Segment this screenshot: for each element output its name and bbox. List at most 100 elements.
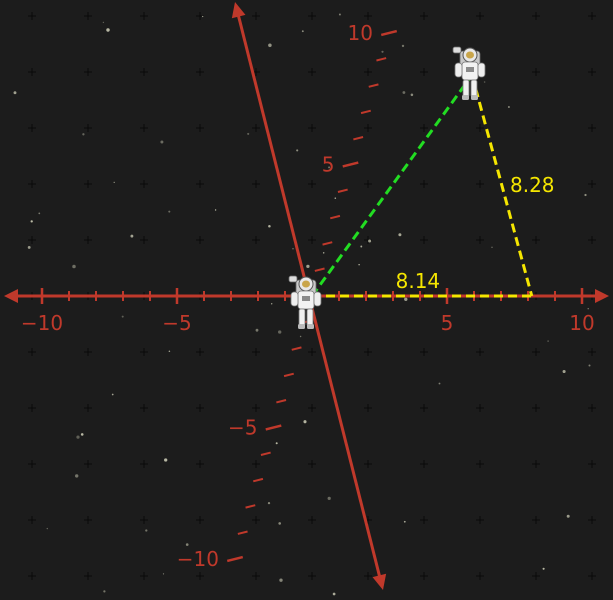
star [547, 340, 549, 342]
grid-cross [308, 516, 316, 524]
star [103, 590, 106, 593]
star [338, 13, 341, 16]
grid-cross [140, 236, 148, 244]
horizontal-distance-label: 8.14 [396, 269, 441, 293]
star [82, 133, 85, 136]
grid-cross [476, 124, 484, 132]
tilted-axis-arrow-bottom [372, 573, 387, 590]
grid-cross [140, 460, 148, 468]
star [584, 193, 587, 197]
astronaut-boot [298, 324, 305, 329]
grid-cross [532, 516, 540, 524]
grid-cross [532, 124, 540, 132]
astronaut-leg-right [306, 308, 314, 327]
grid-cross [84, 12, 92, 20]
star [404, 297, 408, 301]
grid-cross [140, 12, 148, 20]
distance-labels: 8.14 8.28 [396, 173, 555, 293]
star [381, 50, 384, 53]
grid-cross [252, 404, 260, 412]
grid-cross [308, 348, 316, 356]
grid-cross [196, 68, 204, 76]
grid-cross [196, 404, 204, 412]
star [279, 578, 283, 582]
grid-cross [532, 404, 540, 412]
astronaut-boot [471, 95, 478, 100]
astronaut-arm-left [454, 62, 463, 78]
tilted-axis-tick [342, 161, 359, 168]
tilted-axis-label: 5 [322, 153, 335, 177]
grid-cross [420, 460, 428, 468]
star [185, 543, 189, 546]
grid-cross [476, 12, 484, 20]
grid-cross [364, 124, 372, 132]
horizontal-axis-label: −5 [162, 311, 191, 335]
grid-cross [532, 348, 540, 356]
grid-cross [84, 180, 92, 188]
tilted-axis-tick [253, 477, 264, 483]
grid-cross [28, 404, 36, 412]
star [438, 382, 441, 385]
grid-cross [420, 404, 428, 412]
grid-cross [364, 68, 372, 76]
tilted-axis-tick [376, 57, 387, 62]
grid-cross [532, 180, 540, 188]
grid-cross [420, 124, 428, 132]
grid-cross [28, 572, 36, 580]
grid-cross [588, 404, 596, 412]
grid-cross [28, 68, 36, 76]
star [360, 245, 363, 248]
star [322, 252, 325, 254]
star [562, 369, 566, 374]
grid-cross [84, 404, 92, 412]
grid-cross [476, 348, 484, 356]
grid-cross [364, 12, 372, 20]
grid-cross [364, 348, 372, 356]
horizontal-axis-label: 10 [569, 311, 594, 335]
grid-cross [588, 124, 596, 132]
astronaut-visor [466, 51, 474, 59]
star [507, 105, 510, 109]
astronaut-arm-right [313, 291, 322, 307]
measurement-lines [310, 74, 534, 298]
astronaut-visor [302, 280, 310, 288]
star [491, 246, 493, 248]
star [202, 15, 204, 18]
grid-cross [476, 404, 484, 412]
grid-cross [308, 180, 316, 188]
star [587, 308, 589, 310]
astronaut-chest-panel [302, 296, 310, 301]
tilted-axis-tick [265, 424, 282, 431]
star [267, 501, 271, 505]
grid-cross [84, 460, 92, 468]
tilted-axis-tick [330, 214, 341, 220]
star [398, 233, 402, 237]
grid-cross [84, 236, 92, 244]
star [113, 181, 115, 184]
tilted-axis-tick [260, 451, 271, 456]
grid-cross [364, 404, 372, 412]
tilted-axis-tick [368, 83, 379, 88]
star [303, 420, 307, 424]
star [106, 28, 110, 32]
grid-cross [476, 236, 484, 244]
grid-cross [308, 572, 316, 580]
grid-cross [28, 124, 36, 132]
star [111, 393, 114, 396]
star [46, 527, 48, 530]
star [268, 43, 272, 48]
tilted-axis-tick [353, 136, 364, 141]
horizontal-axis-label: 5 [441, 311, 454, 335]
astronaut-leg-left [462, 79, 470, 98]
vertical-distance-label: 8.28 [510, 173, 555, 197]
grid-cross [364, 572, 372, 580]
grid-cross [196, 460, 204, 468]
grid-cross [420, 180, 428, 188]
grid-cross [252, 572, 260, 580]
tilted-axis-tick [283, 372, 294, 378]
tilted-axis-tick [380, 29, 398, 37]
astronauts [288, 46, 486, 329]
star [410, 93, 414, 97]
